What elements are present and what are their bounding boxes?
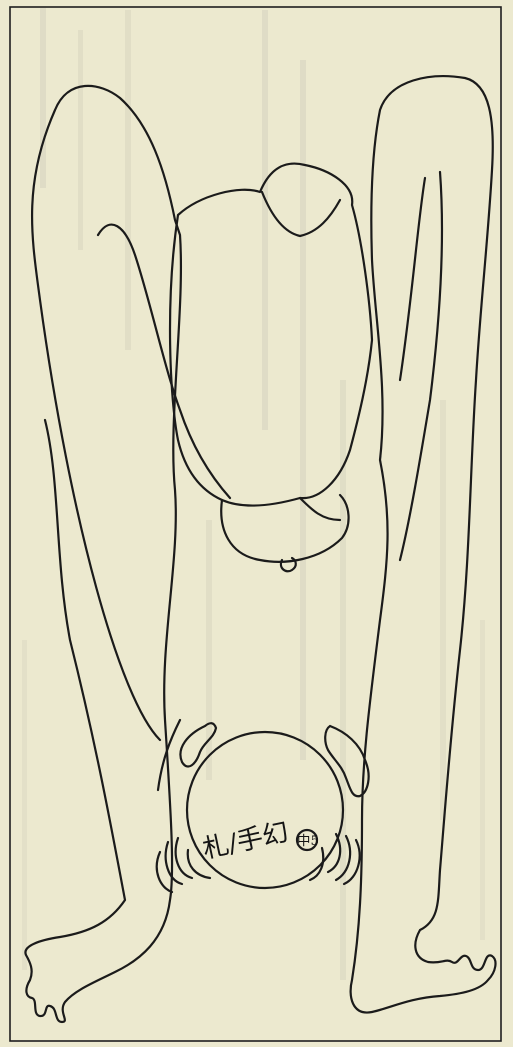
- head-label-circled: 中5: [297, 834, 319, 849]
